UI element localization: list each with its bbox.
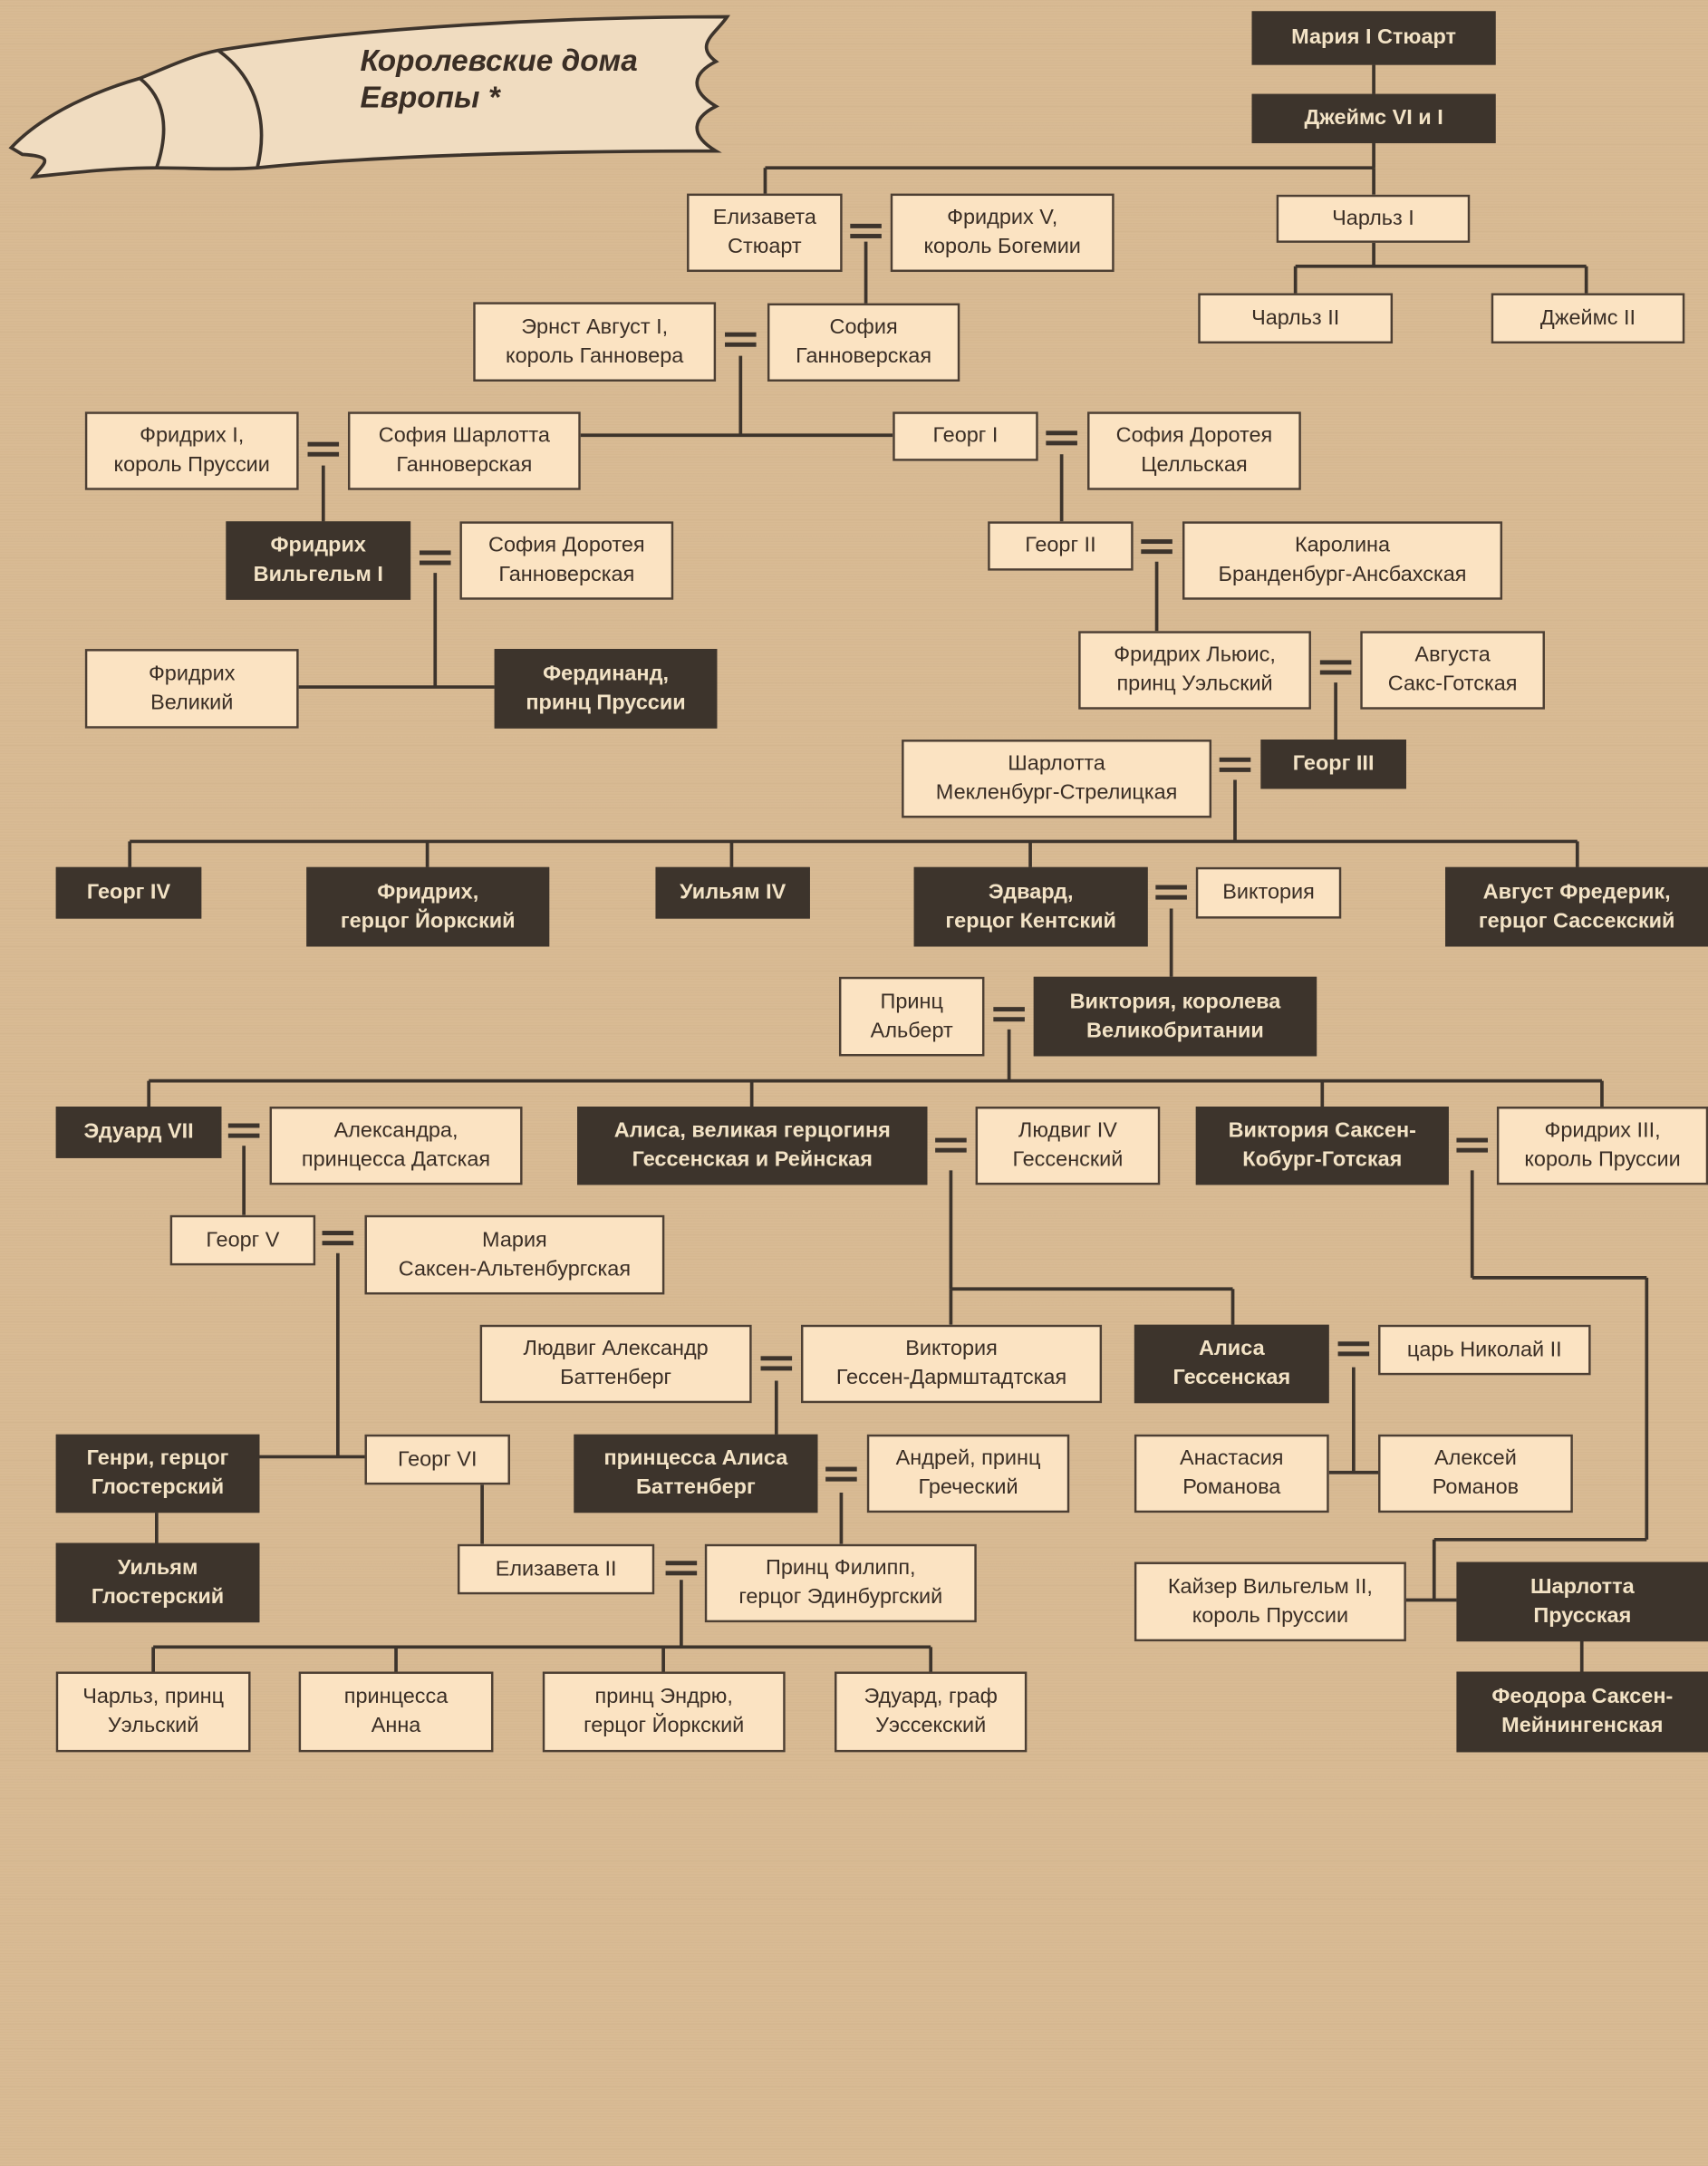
person-queen-victoria: Виктория, королева Великобритании [1033, 976, 1317, 1057]
person-henry-gloucester: Генри, герцог Глостерский [55, 1434, 260, 1513]
person-frederick-v: Фридрих V, король Богемии [890, 193, 1115, 273]
person-ernst-august: Эрнст Август I, король Ганновера [473, 302, 717, 382]
person-george-i: Георг I [893, 411, 1038, 461]
person-james-ii: Джеймс II [1491, 293, 1685, 344]
marriage-symbol [760, 1354, 793, 1374]
marriage-symbol [322, 1229, 354, 1249]
person-victoria-hesse: Виктория Гессен-Дармштадтская [800, 1324, 1103, 1404]
marriage-symbol [1219, 755, 1251, 775]
person-george-iv: Георг IV [55, 866, 202, 919]
person-alix-hesse: Алиса Гессенская [1134, 1324, 1329, 1404]
person-nicholas-ii: царь Николай II [1378, 1324, 1591, 1376]
person-prince-philip: Принц Филипп, герцог Эдинбургский [704, 1543, 977, 1623]
person-charles-ii: Чарльз II [1198, 293, 1394, 344]
person-mary-teck: Мария Саксен-Альтенбургская [364, 1214, 665, 1295]
person-alexei: Алексей Романов [1378, 1434, 1573, 1513]
person-sophia-hanover: София Ганноверская [767, 303, 960, 382]
person-frederick-great: Фридрих Великий [84, 649, 299, 729]
person-princess-anne: принцесса Анна [298, 1671, 494, 1753]
person-caroline: Каролина Бранденбург-Ансбахская [1182, 521, 1503, 600]
person-augustus-sussex: Август Фредерик, герцог Сассекский [1445, 866, 1708, 947]
person-william-iv: Уильям IV [655, 866, 810, 919]
marriage-symbol [1319, 658, 1352, 678]
person-edward-wessex: Эдуард, граф Уэссекский [835, 1671, 1028, 1753]
person-sophia-charlotte: София Шарлотта Ганноверская [347, 411, 581, 490]
marriage-symbol [725, 330, 757, 350]
marriage-symbol [307, 440, 340, 459]
marriage-symbol [665, 1559, 698, 1579]
person-anastasia: Анастасия Романова [1134, 1434, 1329, 1513]
person-prince-albert: Принц Альберт [838, 976, 985, 1057]
marriage-symbol [1046, 429, 1077, 449]
marriage-symbol [1141, 537, 1172, 557]
marriage-symbol [935, 1136, 967, 1156]
person-andrew-greece: Андрей, принц Греческий [866, 1434, 1070, 1513]
person-ludwig-battenberg: Людвиг Александр Баттенберг [479, 1324, 752, 1404]
person-george-iii: Георг III [1260, 740, 1406, 789]
marriage-symbol [993, 1005, 1025, 1025]
person-ludwig-iv: Людвиг IV Гессенский [975, 1107, 1161, 1185]
marriage-symbol [850, 221, 882, 241]
tree-connectors [128, 64, 1649, 1672]
person-frederick-i: Фридрих I, король Пруссии [84, 411, 299, 490]
person-george-ii: Георг II [988, 521, 1134, 571]
marriage-symbol [1456, 1136, 1489, 1156]
marriage-symbol [419, 548, 451, 568]
person-george-v: Георг V [169, 1214, 316, 1266]
person-frederick-lewis: Фридрих Льюис, принц Уэльский [1078, 631, 1311, 710]
person-charles-i: Чарльз I [1276, 194, 1471, 243]
person-charlotte-mecklenburg: Шарлотта Мекленбург-Стрелицкая [902, 740, 1212, 818]
person-edward-vii: Эдуард VII [55, 1107, 222, 1158]
marriage-symbol [825, 1465, 857, 1484]
person-sophia-dorothea-hanover: София Доротея Ганноверская [459, 521, 674, 600]
person-elizabeth-ii: Елизавета II [457, 1543, 655, 1595]
person-sophia-dorothea-celle: София Доротея Целльская [1087, 411, 1301, 490]
person-charles-wales: Чарльз, принц Уэльский [55, 1671, 251, 1753]
person-george-vi: Георг VI [364, 1434, 510, 1485]
person-augusta: Августа Сакс-Готская [1360, 631, 1545, 710]
person-victoria-mother: Виктория [1195, 866, 1342, 919]
marriage-symbol [1155, 883, 1187, 903]
person-alice-battenberg: принцесса Алиса Баттенберг [574, 1434, 818, 1513]
person-feodora: Феодора Саксен- Мейнингенская [1456, 1671, 1708, 1753]
person-victoria-saxe-coburg: Виктория Саксен- Кобург-Готская [1195, 1107, 1449, 1185]
person-frederick-iii: Фридрих III, король Пруссии [1496, 1107, 1708, 1185]
person-alice-grand-duchess: Алиса, великая герцогиня Гессенская и Ре… [577, 1107, 928, 1185]
person-ferdinand: Фердинанд, принц Пруссии [494, 649, 718, 729]
person-frederick-william-i: Фридрих Вильгельм I [226, 521, 411, 600]
person-charlotte-prussia: Шарлотта Прусская [1456, 1562, 1708, 1642]
person-mary-stuart: Мария I Стюарт [1251, 11, 1496, 65]
page-title: Королевские дома Европы * [360, 44, 638, 114]
marriage-symbol [1337, 1339, 1370, 1359]
marriage-symbol [227, 1121, 260, 1141]
person-alexandra: Александра, принцесса Датская [269, 1107, 523, 1185]
person-william-gloucester: Уильям Глостерский [55, 1542, 260, 1623]
person-elizabeth-stuart: Елизавета Стюарт [687, 193, 843, 273]
person-james-vi: Джеймс VI и I [1251, 93, 1496, 144]
title-banner [8, 15, 730, 179]
person-frederick-york: Фридрих, герцог Йоркский [306, 866, 550, 947]
person-wilhelm-ii: Кайзер Вильгельм II, король Пруссии [1134, 1562, 1406, 1642]
person-andrew-york: принц Эндрю, герцог Йоркский [542, 1671, 786, 1753]
person-edward-kent: Эдвард, герцог Кентский [913, 866, 1148, 947]
